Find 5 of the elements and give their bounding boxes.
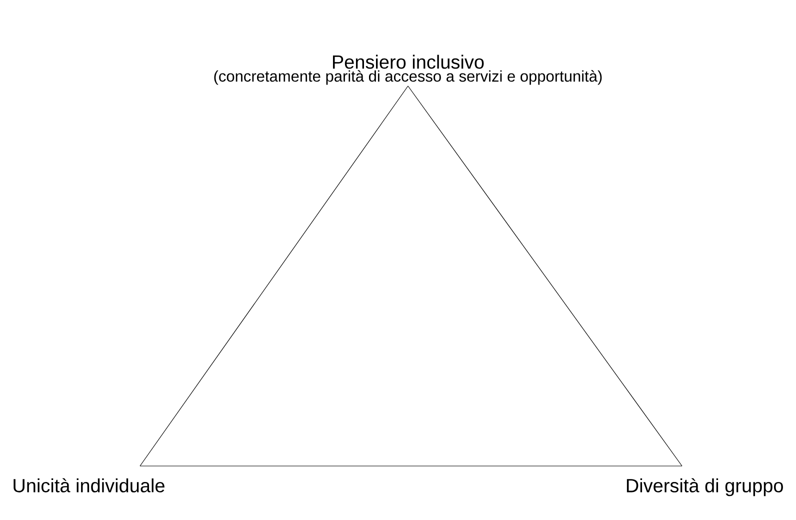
- vertex-label: Diversità di gruppo: [626, 478, 783, 496]
- triangle-side: [140, 86, 408, 466]
- vertex-label: Pensiero inclusivo (concretamente parità di accesso a servizi e opportunità): [214, 54, 602, 85]
- triangle-side: [408, 86, 682, 466]
- vertex-label: Unicità individuale: [14, 478, 164, 492]
